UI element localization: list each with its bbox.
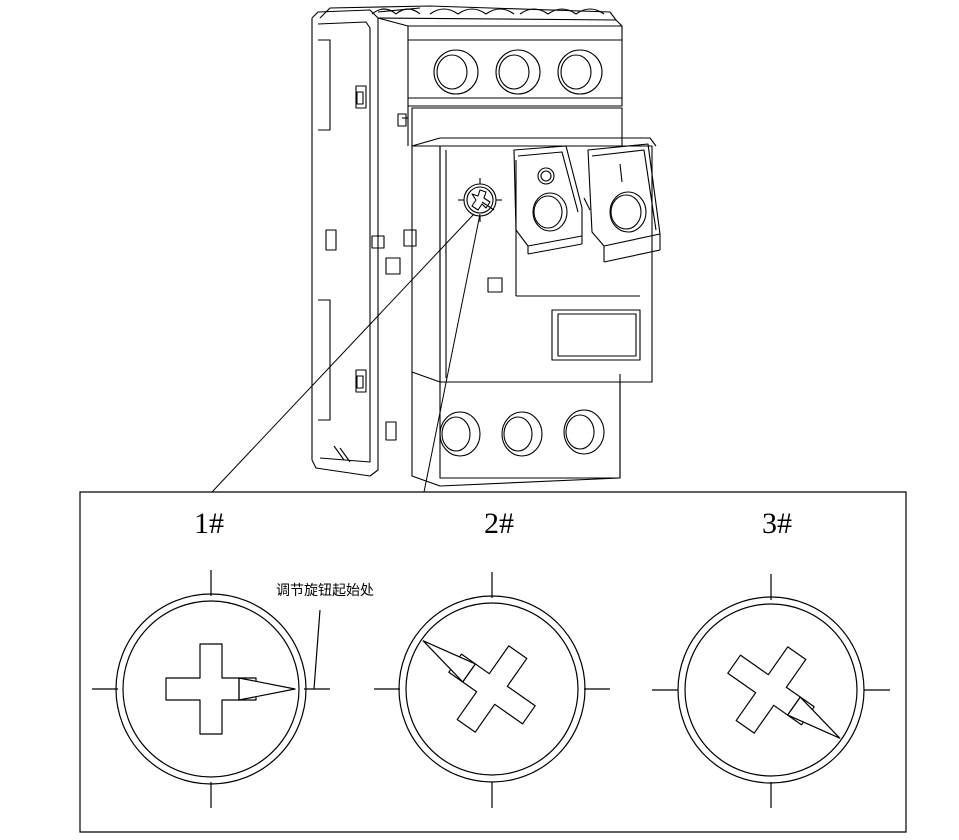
breaker-side-housing [312,10,416,476]
top-terminal-block [320,6,622,146]
knob-start-position-callout: 调节旋钮起始处 [276,583,374,599]
dial-3 [652,574,890,808]
circuit-breaker-drawing [312,6,660,486]
dial-1 [92,570,330,808]
rocker-buttons [514,144,660,262]
breaker-front-body [412,138,656,390]
bottom-terminal-block [412,372,620,486]
dial-1-label: 1# [194,507,224,540]
detail-frame [80,492,906,832]
dial-2-pointer [397,604,554,752]
dial-2-label: 2# [484,507,514,540]
leader-lines [212,214,480,492]
dial-1-pointer [166,644,295,734]
dial-2 [374,572,610,808]
dial-3-pointer [708,627,865,775]
dial-3-label: 3# [762,507,792,540]
callout-leader [314,610,320,689]
